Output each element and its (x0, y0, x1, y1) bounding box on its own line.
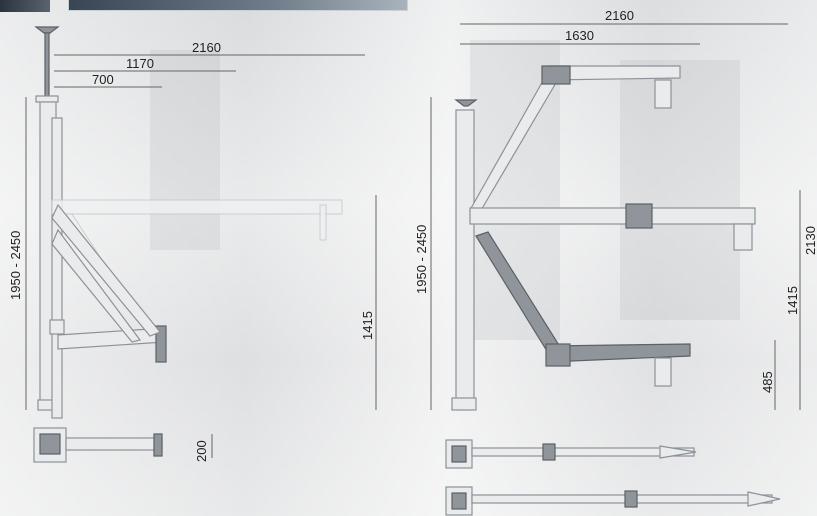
diagonal-brace-inner (51, 228, 142, 343)
plan-base-2-inner (451, 492, 467, 510)
plan-arm-2 (471, 494, 773, 504)
top-collar (35, 95, 59, 103)
ghost-arm (51, 199, 343, 215)
dim-label-200: 200 (194, 440, 209, 462)
ghost-hook (319, 204, 327, 241)
plan-arm (65, 437, 163, 451)
dim-label-1415: 1415 (360, 311, 375, 340)
top-plate (34, 26, 60, 34)
top-strip (0, 0, 817, 12)
lower-arm-joint (545, 343, 571, 367)
dim-label-2130: 2130 (803, 226, 817, 255)
right-column-foot (451, 397, 477, 411)
dim-label-1630: 1630 (565, 28, 594, 43)
top-screw-rod (44, 32, 50, 98)
plan-arm-end (153, 433, 163, 457)
pivot-joint (49, 319, 65, 335)
column-rail (51, 117, 63, 419)
plan-arm-2-tip (747, 491, 781, 507)
right-top-plate (454, 99, 478, 107)
dim-label-1170: 1170 (126, 56, 154, 71)
plan-base-inner (39, 433, 61, 455)
middle-arm-hook (733, 223, 753, 251)
dim-label-right-1415: 1415 (785, 286, 800, 315)
dim-label-right-height: 1950 - 2450 (414, 225, 429, 294)
plan-arm-1-tip (659, 445, 697, 459)
dim-label-485: 485 (760, 371, 775, 393)
plan-base-1-inner (451, 445, 467, 463)
middle-arm (469, 207, 756, 225)
header-thumbnail (0, 0, 50, 12)
lower-arm-brace (475, 231, 563, 357)
arm-end-clamp (155, 325, 167, 363)
upper-arm-hook (654, 79, 672, 109)
middle-arm-joint (625, 203, 653, 229)
plan-arm-1-joint (542, 443, 556, 461)
diagonal-brace (51, 203, 161, 337)
lower-arm-hook (654, 357, 672, 387)
header-panel (68, 0, 408, 11)
background-shape (620, 60, 740, 320)
dim-label-2160: 2160 (192, 40, 221, 55)
plan-arm-2-joint (624, 490, 638, 508)
upper-arm-joint (541, 65, 571, 85)
left-crane-diagram: 2160 1170 700 1950 - 2450 1415 200 (8, 26, 377, 463)
right-column (455, 109, 475, 401)
upper-arm-raised-brace (469, 71, 561, 213)
dim-label-right-2160: 2160 (605, 8, 634, 23)
dim-label-700: 700 (92, 72, 114, 87)
background-shape (150, 50, 220, 250)
dim-label-height: 1950 - 2450 (8, 231, 23, 300)
right-crane-diagram: 2160 1630 1950 - 2450 2130 1415 485 (414, 8, 817, 516)
